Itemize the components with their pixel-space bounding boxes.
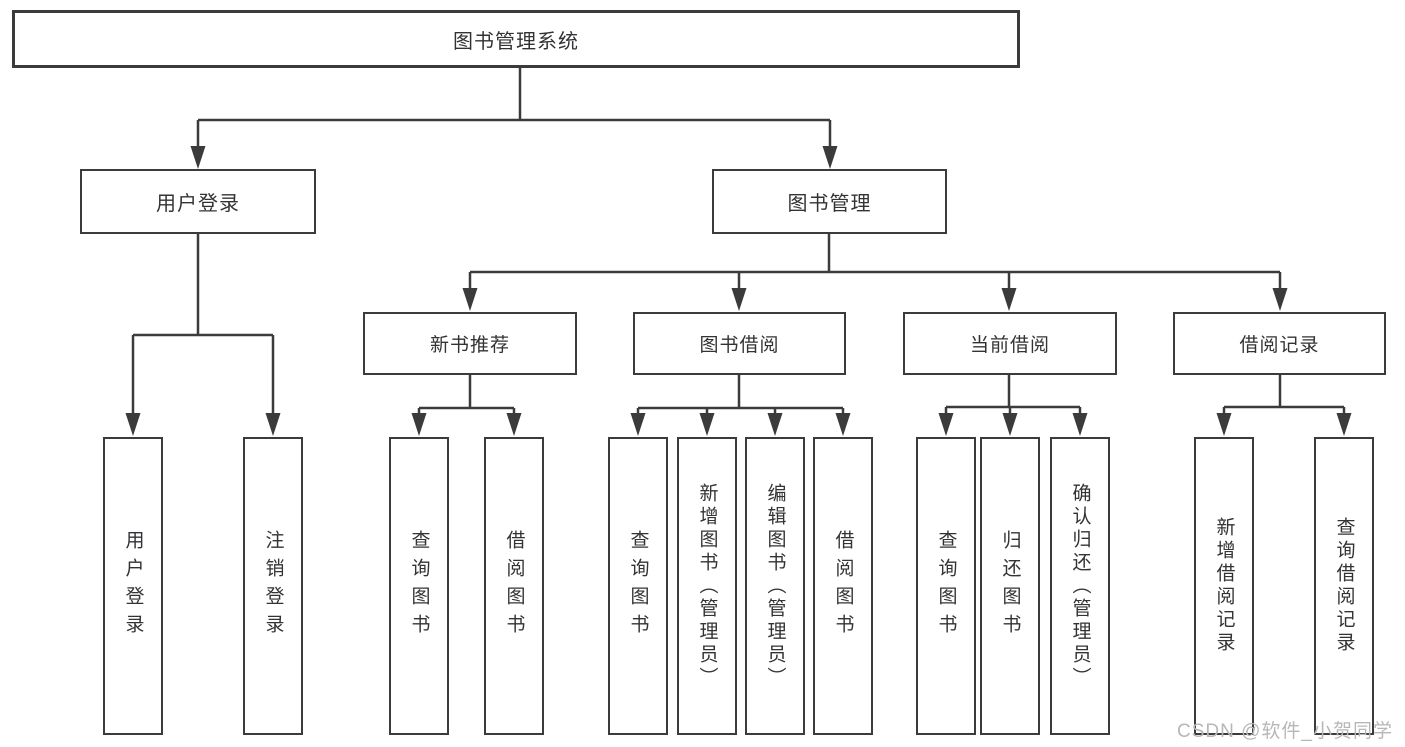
leaf-confirm-return-admin: 确认归还（管理员） xyxy=(1050,437,1110,735)
leaf-borrow-books: 借阅图书 xyxy=(484,437,544,735)
node-book-management: 图书管理 xyxy=(712,169,947,234)
csdn-watermark: CSDN @软件_小贺同学 xyxy=(1177,721,1393,742)
leaf-user-login: 用户登录 xyxy=(103,437,163,735)
leaf-logout: 注销登录 xyxy=(243,437,303,735)
leaf-add-borrow-record: 新增借阅记录 xyxy=(1194,437,1254,735)
node-user-login: 用户登录 xyxy=(80,169,316,234)
node-current-borrow: 当前借阅 xyxy=(903,312,1117,375)
leaf-query-books: 查询图书 xyxy=(389,437,449,735)
leaf-return-books: 归还图书 xyxy=(980,437,1040,735)
node-new-book-recommend: 新书推荐 xyxy=(363,312,577,375)
leaf-query-borrow-record: 查询借阅记录 xyxy=(1314,437,1374,735)
node-borrow-records: 借阅记录 xyxy=(1173,312,1386,375)
leaf-borrow-books: 借阅图书 xyxy=(813,437,873,735)
node-library-management-system: 图书管理系统 xyxy=(12,10,1020,68)
leaf-query-books: 查询图书 xyxy=(916,437,976,735)
leaf-edit-books-admin: 编辑图书（管理员） xyxy=(745,437,805,735)
node-book-borrow: 图书借阅 xyxy=(633,312,846,375)
leaf-add-books-admin: 新增图书（管理员） xyxy=(677,437,737,735)
leaf-query-books: 查询图书 xyxy=(608,437,668,735)
